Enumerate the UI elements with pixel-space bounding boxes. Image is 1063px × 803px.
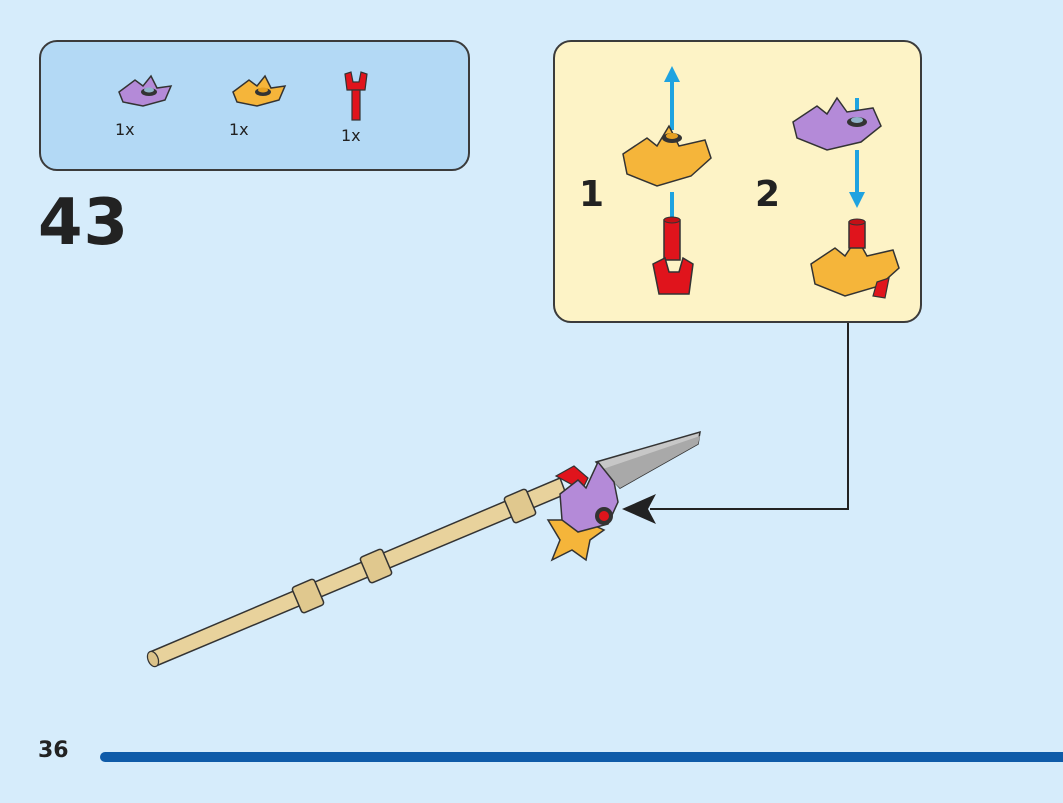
substep-number-2: 2 — [755, 174, 781, 215]
spear-shaft — [146, 477, 567, 668]
step-number: 43 — [38, 186, 130, 260]
substep-2-purple-plate — [792, 96, 882, 208]
spear-collar-2 — [359, 548, 393, 584]
part-quantity: 1x — [341, 126, 361, 145]
substep-callout-box: 1 2 — [553, 40, 922, 323]
substep-illustration — [622, 66, 900, 299]
progress-bar — [100, 752, 1063, 762]
substep-2-orange-red-assembly — [810, 218, 900, 299]
part-red-clip — [341, 68, 371, 124]
callout-connector-line — [650, 323, 849, 510]
spear-collar-3 — [503, 488, 537, 524]
substep-1-orange-plate — [622, 66, 712, 187]
part-quantity: 1x — [229, 120, 249, 139]
red-clip-bar-icon — [344, 71, 368, 121]
purple-leaf-plate-icon — [118, 74, 173, 107]
spear-flower-head — [546, 460, 619, 562]
part-quantity: 1x — [115, 120, 135, 139]
substep-number-1: 1 — [579, 174, 605, 215]
orange-leaf-plate-icon — [232, 74, 287, 107]
page-number: 36 — [38, 738, 69, 763]
substep-1-red-clip — [652, 192, 694, 295]
part-purple-leaf — [113, 72, 175, 112]
callout-arrow-icon — [622, 494, 656, 524]
parts-list-box: 1x 1x 1x — [39, 40, 470, 171]
spear-collar-1 — [291, 578, 325, 614]
part-orange-leaf — [227, 72, 289, 112]
